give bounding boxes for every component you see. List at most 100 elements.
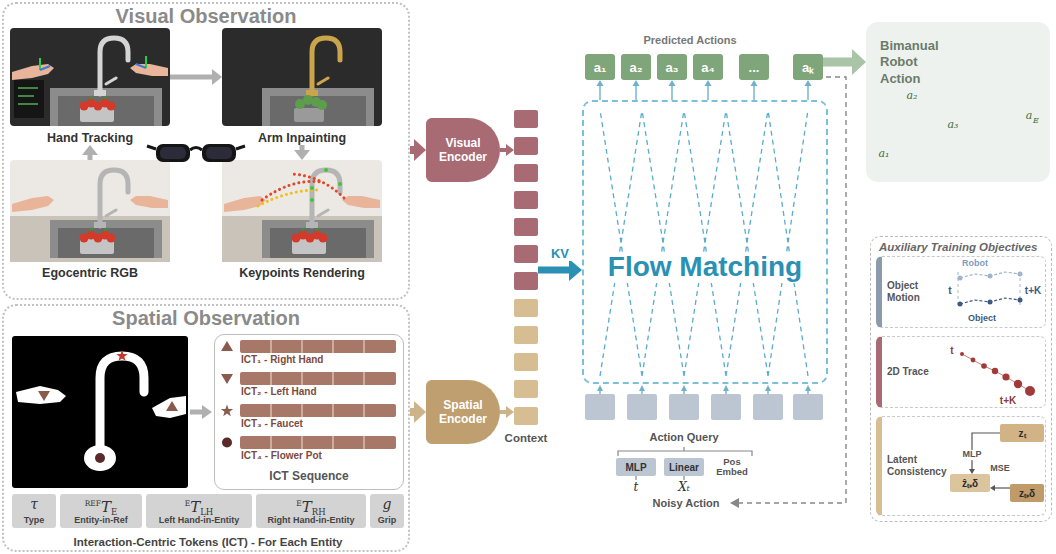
waypoint-subscript: E <box>1033 117 1039 126</box>
segmentation-mask <box>12 336 188 488</box>
connector-line <box>671 85 672 101</box>
ict-token-bars <box>240 372 396 385</box>
ict-label: ICT₄ - Flower Pot <box>241 450 322 461</box>
image-frame: Keypoints Rendering <box>222 160 382 280</box>
panel: Spatial ObservationICT₁ - Right HandICT₂… <box>2 304 410 552</box>
trace-plot <box>1002 373 1009 380</box>
object-motion-plot <box>958 272 1020 308</box>
connector <box>170 69 222 85</box>
arrow-head <box>294 150 310 160</box>
token-field: ETLHLeft Hand-in-Entity <box>146 494 252 528</box>
arrow-head <box>633 80 640 86</box>
photo-hand-tracking <box>40 56 146 70</box>
trace-plot <box>960 352 964 356</box>
context-tokens <box>514 110 538 425</box>
context-tokens <box>514 407 538 425</box>
action-query-tokens <box>681 385 687 391</box>
action-label: ... <box>749 60 760 75</box>
encoder-block: Visual Encoder <box>426 118 500 182</box>
segmentation-mask <box>166 401 178 411</box>
action-query-tokens <box>753 394 783 420</box>
action-label: a₃ <box>665 60 678 75</box>
context-tokens <box>514 326 538 344</box>
token-symbol: REF <box>85 499 101 508</box>
latent-label: ẑₜ₊δ <box>962 476 978 490</box>
photo-hand-tracking <box>50 38 162 126</box>
arrow-head <box>805 80 812 86</box>
flow-matching-block: Flow Matching <box>582 100 828 384</box>
token-symbol-row: τ <box>12 495 56 513</box>
ict-token-bars <box>240 436 396 449</box>
photo-keypoints-rendering <box>258 190 318 206</box>
object-motion-plot <box>960 272 1020 278</box>
mask-arrow <box>190 410 204 415</box>
connector <box>705 80 712 100</box>
context-tokens <box>514 218 538 236</box>
panel-title: Spatial Observation <box>4 307 408 330</box>
latent-label: zₜ <box>1019 426 1026 440</box>
waypoint-label: a₃ <box>948 119 959 131</box>
section-label: Predicted Actions <box>643 34 736 46</box>
trace-plot <box>971 358 976 363</box>
time-label: t+K <box>1025 285 1041 296</box>
token-symbol-row: g <box>370 495 404 513</box>
photo-keypoints-rendering <box>310 186 314 190</box>
object-motion-plot <box>988 274 993 279</box>
token-symbol: T <box>101 498 111 516</box>
edge-label: MLP <box>961 450 984 460</box>
connector <box>669 80 676 100</box>
trace-plot <box>962 354 1030 391</box>
context-tokens <box>514 272 538 290</box>
panel: Visual ObservationHand TrackingArm Inpai… <box>2 2 410 300</box>
connector-line <box>707 85 708 101</box>
object-motion-plot <box>988 300 993 305</box>
photo-hand-tracking <box>12 64 168 80</box>
trace-plot <box>981 363 987 369</box>
ict-token-bars <box>221 341 233 351</box>
image-caption: Keypoints Rendering <box>222 266 382 280</box>
token-symbol: T <box>190 498 200 516</box>
context-tokens: Context <box>514 106 538 428</box>
arrow-head <box>705 80 712 86</box>
panel-title: Auxiliary Training Objectives <box>879 241 1037 253</box>
smart-glasses <box>156 144 190 162</box>
context-tokens <box>514 299 538 317</box>
objective-row: Latent Consistencyzₜẑₜ₊δzₜ₊δ <box>876 416 1046 516</box>
arrow-head <box>852 49 866 75</box>
smart-glasses <box>202 144 236 162</box>
feedback-loop <box>730 77 846 508</box>
block-title: Flow Matching <box>604 252 806 283</box>
trace-plot <box>1025 386 1035 396</box>
latent-label: zₜ₊δ <box>1019 486 1035 500</box>
image-caption: Arm Inpainting <box>222 131 382 145</box>
trace-plot <box>992 368 998 374</box>
token-symbol: E <box>296 499 301 508</box>
ict-token-bars <box>221 405 233 417</box>
context-tokens <box>514 137 538 155</box>
segmentation-mask <box>152 396 186 418</box>
photo-keypoints-rendering <box>292 174 344 198</box>
action-query-tokens <box>805 385 811 391</box>
output-panel: Bimanual Robot Action <box>866 22 1050 182</box>
action-token: a₄ <box>693 54 723 80</box>
ict-token-bars <box>240 404 396 417</box>
connector <box>410 401 426 423</box>
arrow-head <box>414 139 426 161</box>
latent-vector: zₜ₊δ <box>1010 484 1044 502</box>
token-field: gGrip <box>370 494 404 528</box>
attention-lines <box>600 110 808 376</box>
smart-glasses <box>206 147 232 159</box>
ict-token-bars <box>240 340 396 353</box>
segmentation-mask <box>16 386 66 404</box>
token-symbol: g <box>383 496 392 512</box>
ict-sequence-box: ICT₁ - Right HandICT₂ - Left HandICT₃ - … <box>214 334 404 490</box>
arrow-head <box>212 69 222 85</box>
photo-egocentric-rgb <box>50 170 162 258</box>
arrow-head <box>569 259 582 281</box>
action-token: ... <box>739 54 769 80</box>
objective-row: Object Motion <box>876 256 1046 328</box>
action-label: a₂ <box>629 60 642 75</box>
connector <box>823 49 866 75</box>
connector <box>751 80 758 100</box>
connector-line <box>823 58 856 67</box>
